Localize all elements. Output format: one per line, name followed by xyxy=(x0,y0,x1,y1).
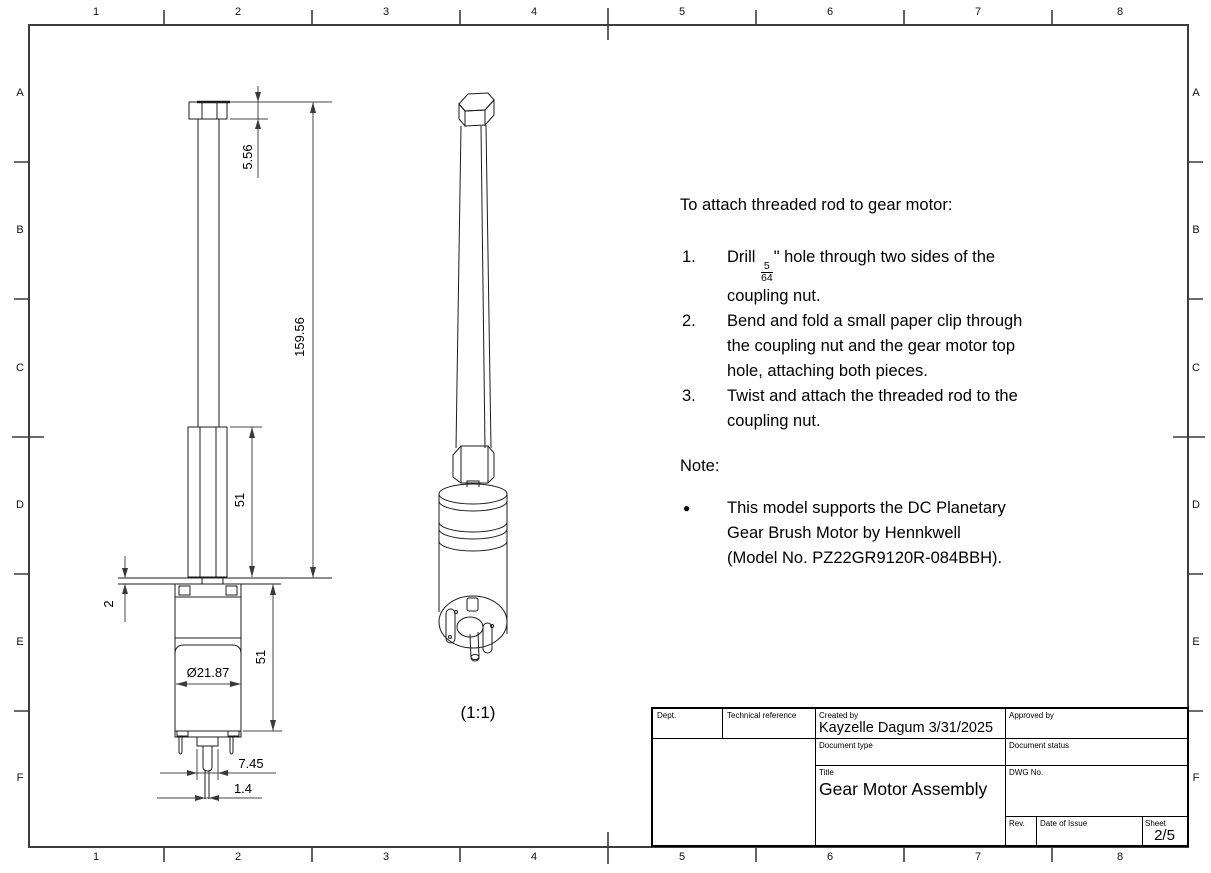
grid-column-label-bottom: 8 xyxy=(1116,851,1124,863)
note-item: ● This model supports the DC Planetary G… xyxy=(680,496,1140,571)
view-scale-label: (1:1) xyxy=(461,703,496,722)
grid-row-label-left: F xyxy=(16,772,24,784)
dimension-shaft-pin-width: 1.4 xyxy=(234,781,252,796)
grid-column-label-top: 6 xyxy=(826,6,834,18)
grid-column-label-bottom: 1 xyxy=(92,851,100,863)
technical-reference-label: Technical reference xyxy=(727,711,797,720)
bullet-icon: ● xyxy=(683,500,691,515)
dwg-no-label: DWG No. xyxy=(1009,768,1044,777)
grid-column-label-top: 5 xyxy=(678,6,686,18)
step-line: the coupling nut and the gear motor top xyxy=(727,337,1016,356)
note-label: Note: xyxy=(680,457,720,476)
grid-column-label-bottom: 4 xyxy=(530,851,538,863)
step-number: 1. xyxy=(682,248,696,266)
dimension-motor-diameter: Ø21.87 xyxy=(187,665,230,680)
note-line: (Model No. PZ22GR9120R-084BBH). xyxy=(727,548,1003,567)
step-line: coupling nut. xyxy=(727,412,821,431)
grid-row-label-right: D xyxy=(1192,499,1200,511)
grid-row-label-right: A xyxy=(1192,87,1200,99)
title-label: Title xyxy=(819,768,834,777)
grid-column-label-bottom: 3 xyxy=(382,851,390,863)
grid-row-label-left: D xyxy=(16,499,24,511)
grid-column-label-top: 1 xyxy=(92,6,100,18)
grid-column-label-top: 3 xyxy=(382,6,390,18)
sheet-label: Sheet xyxy=(1145,819,1166,828)
grid-row-label-left: B xyxy=(16,224,24,236)
grid-row-label-left: E xyxy=(16,636,24,648)
grid-column-label-bottom: 7 xyxy=(974,851,982,863)
dept-label: Dept. xyxy=(657,711,677,720)
isometric-view-geometry xyxy=(438,92,508,662)
grid-row-label-right: F xyxy=(1192,772,1200,784)
instructions-title: To attach threaded rod to gear motor: xyxy=(680,196,953,214)
assembly-instructions: To attach threaded rod to gear motor: 1.… xyxy=(680,193,1140,571)
step-number: 3. xyxy=(682,387,696,406)
step-line: hole, attaching both pieces. xyxy=(727,362,928,381)
grid-row-label-right: E xyxy=(1192,636,1200,648)
grid-column-label-top: 7 xyxy=(974,6,982,18)
step-line: Bend and fold a small paper clip through xyxy=(727,312,1023,331)
grid-column-label-top: 4 xyxy=(530,6,538,18)
grid-column-label-bottom: 6 xyxy=(826,851,834,863)
dimension-rod-nut-height: 5.56 xyxy=(240,144,255,169)
sheet-value: 2/5 xyxy=(1154,827,1175,844)
created-by-value: Kayzelle Dagum 3/31/2025 xyxy=(819,720,994,736)
grid-row-label-right: C xyxy=(1192,362,1200,374)
dimension-overall-length: 159.56 xyxy=(292,317,307,357)
document-status-label: Document status xyxy=(1009,741,1070,750)
dimension-motor-body-length: 51 xyxy=(253,650,268,664)
title-block: Dept. Technical reference Created by Kay… xyxy=(651,707,1189,847)
title-value: Gear Motor Assembly xyxy=(819,779,988,799)
dimension-plate-gap: 2 xyxy=(101,600,116,607)
date-of-issue-label: Date of Issue xyxy=(1040,819,1088,828)
grid-column-label-bottom: 2 xyxy=(234,851,242,863)
step-line: coupling nut. xyxy=(727,287,821,306)
grid-row-label-left: C xyxy=(16,362,24,374)
grid-column-label-top: 2 xyxy=(234,6,242,18)
note-line: Gear Brush Motor by Hennkwell xyxy=(727,523,961,542)
front-view-geometry xyxy=(118,100,332,799)
note-line: This model supports the DC Planetary xyxy=(727,498,1006,517)
step-number: 2. xyxy=(682,312,696,331)
grid-column-label-top: 8 xyxy=(1116,6,1124,18)
front-view-dimensions: 5.56 159.56 51 2 Ø21.87 xyxy=(101,86,332,801)
sheet-frame xyxy=(12,8,1205,864)
step-line: Twist and attach the threaded rod to the xyxy=(727,387,1018,406)
grid-row-label-right: B xyxy=(1192,224,1200,236)
rev-label: Rev. xyxy=(1009,819,1025,828)
dimension-coupling-nut-length: 51 xyxy=(232,493,247,507)
created-by-label: Created by xyxy=(819,711,859,720)
grid-row-label-left: A xyxy=(16,87,24,99)
document-type-label: Document type xyxy=(819,741,873,750)
grid-column-label-bottom: 5 xyxy=(678,851,686,863)
dimension-shaft-boss-width: 7.45 xyxy=(238,756,263,771)
approved-by-label: Approved by xyxy=(1009,711,1054,720)
instruction-step-2: 2. Bend and fold a small paper clip thro… xyxy=(680,309,1140,384)
instruction-step-3: 3. Twist and attach the threaded rod to … xyxy=(680,384,1140,434)
